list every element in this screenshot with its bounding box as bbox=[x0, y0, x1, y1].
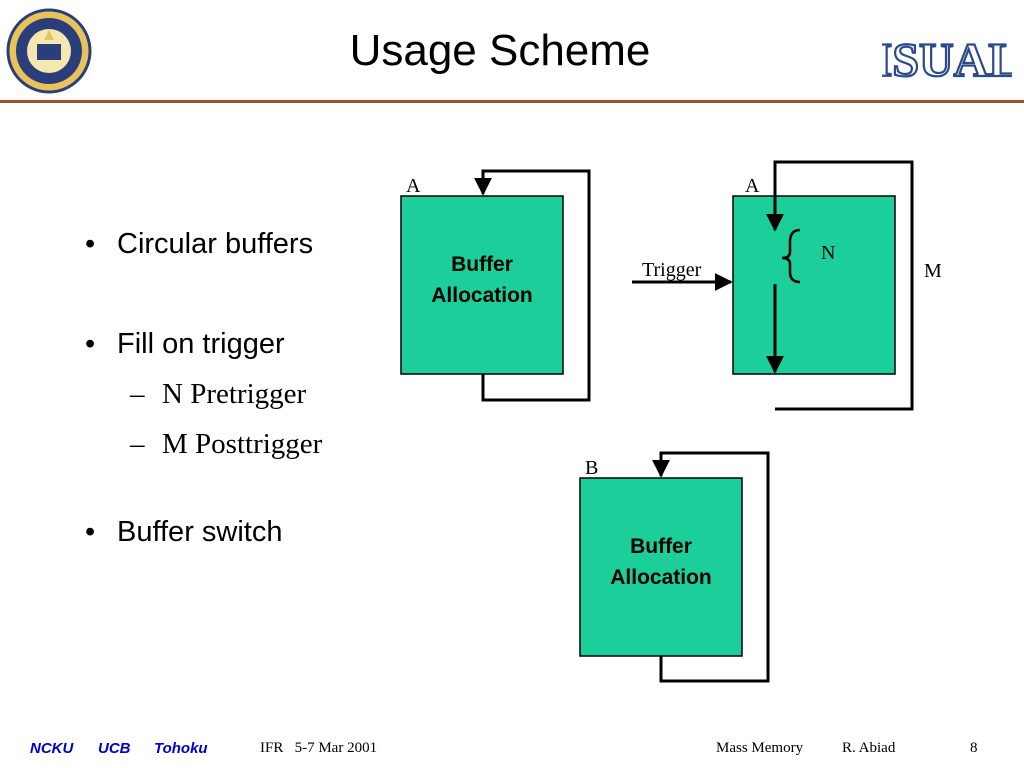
university-seal-logo bbox=[6, 8, 92, 94]
box-b-label-line2: Allocation bbox=[610, 566, 712, 589]
n-brace bbox=[781, 228, 801, 284]
box-b-label-line1: Buffer bbox=[630, 535, 692, 558]
bullet-icon: • bbox=[85, 228, 96, 260]
dash-icon: – bbox=[130, 428, 145, 460]
trigger-label: Trigger bbox=[642, 259, 702, 281]
bullet-fill-on-trigger: Fill on trigger bbox=[117, 328, 285, 360]
dash-icon: – bbox=[130, 378, 145, 410]
page-title: Usage Scheme bbox=[349, 26, 651, 75]
header-divider bbox=[0, 100, 1024, 103]
label-m: M bbox=[924, 260, 942, 282]
bullet-buffer-switch: Buffer switch bbox=[117, 516, 283, 548]
footer-ucb: UCB bbox=[98, 740, 131, 757]
label-n: N bbox=[821, 242, 835, 264]
label-b: B bbox=[585, 457, 598, 479]
bullet-circular-buffers: Circular buffers bbox=[117, 228, 314, 260]
buffer-box-triggered bbox=[732, 195, 896, 375]
subbullet-n-pretrigger: N Pretrigger bbox=[162, 378, 307, 410]
label-a-right: A bbox=[745, 175, 760, 197]
label-a-left: A bbox=[406, 175, 421, 197]
footer-author: R. Abiad bbox=[842, 740, 896, 756]
footer-conference: IFR 5-7 Mar 2001 bbox=[260, 740, 378, 756]
footer-ncku: NCKU bbox=[30, 740, 74, 757]
page-number: 8 bbox=[970, 740, 978, 756]
box-a-label-line1: Buffer bbox=[451, 253, 513, 276]
box-a-label-line2: Allocation bbox=[431, 284, 533, 307]
isual-logo-text: ISUAL bbox=[882, 34, 1012, 87]
loop-arrow-b bbox=[652, 451, 770, 683]
buffer-allocation-box-b bbox=[579, 477, 743, 657]
bullet-icon: • bbox=[85, 328, 96, 360]
loop-arrow-a bbox=[474, 169, 591, 402]
subbullet-m-posttrigger: M Posttrigger bbox=[162, 428, 323, 460]
footer-tohoku: Tohoku bbox=[154, 740, 208, 757]
isual-logo: ISUAL bbox=[873, 26, 1022, 88]
loop-arrow-m bbox=[766, 160, 914, 411]
buffer-allocation-box-a bbox=[400, 195, 564, 375]
bullet-icon: • bbox=[85, 516, 96, 548]
footer-topic: Mass Memory bbox=[716, 740, 804, 756]
